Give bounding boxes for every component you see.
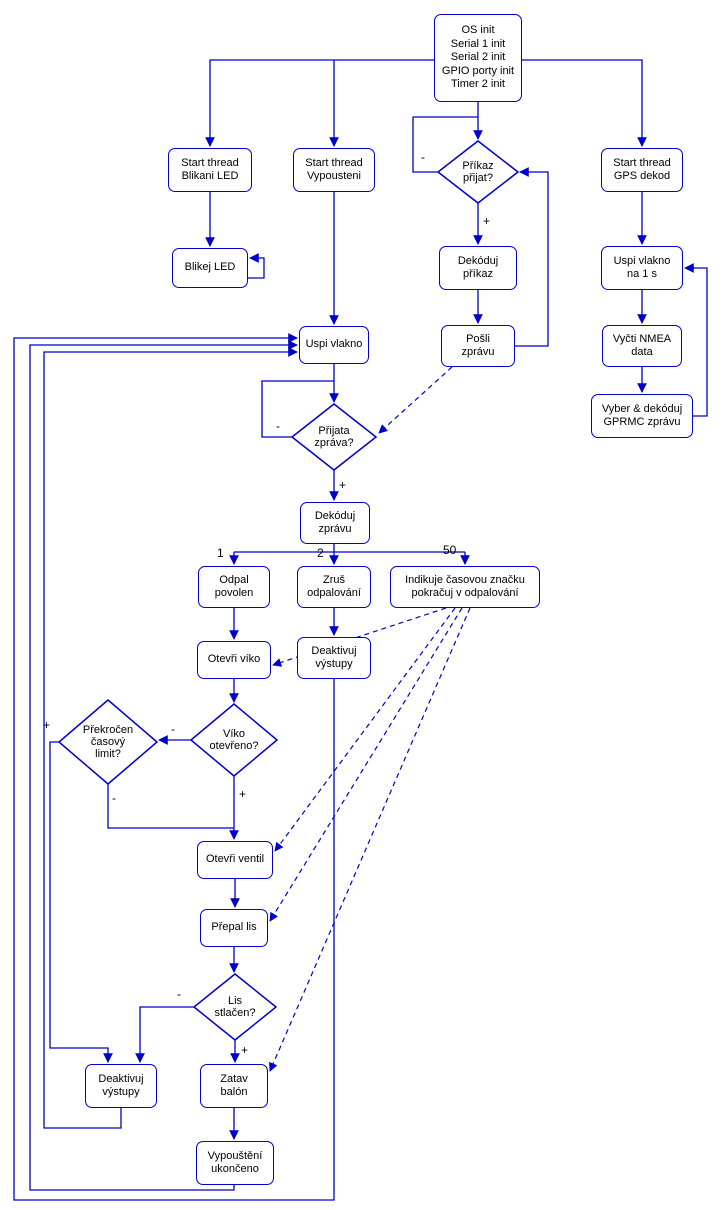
edge-init-to-gps <box>522 59 647 147</box>
node-deaktivuj-vystupy-1: Deaktivuj výstupy <box>297 637 371 679</box>
edge-deaktivuj2-return <box>43 347 298 1129</box>
edge-branch-bus <box>234 544 465 553</box>
edge-gprmc-loop <box>684 263 708 417</box>
decision-viko-otevreno <box>189 703 279 777</box>
edge-label-prekrocen-minus: - <box>112 791 116 805</box>
decision-prijata-zprava <box>290 403 378 471</box>
edge-dashed-posli-to-prijata <box>378 366 453 434</box>
node-vyber-gprmc: Vyber & dekóduj GPRMC zprávu <box>591 394 693 438</box>
label-prekrocen-limit: Překročen časový limit? <box>82 723 134 761</box>
edge-label-lis-plus: + <box>241 1043 249 1057</box>
edge-label-prikaz-plus: + <box>483 214 491 228</box>
node-start-thread-vypousteni: Start thread Vypousteni <box>293 148 375 192</box>
edge-label-lis-minus: - <box>177 987 181 1001</box>
node-start-thread-gps: Start thread GPS dekod <box>601 148 683 192</box>
node-vycti-nmea: Vyčti NMEA data <box>602 325 682 367</box>
node-odpal-povolen: Odpal povolen <box>198 566 270 608</box>
edge-prikaz-minus-loop <box>412 116 478 173</box>
label-prikaz-prijat: Příkaz přijat? <box>462 159 494 184</box>
node-start-thread-blikani: Start thread Blikani LED <box>168 148 252 192</box>
edge-init-to-blikani <box>205 59 434 147</box>
decision-lis-stlacen <box>192 973 278 1041</box>
decision-prikaz-prijat <box>436 140 520 204</box>
edge-blikej-selfloop <box>248 253 265 279</box>
node-indikuje-znacku: Indikuje časovou značku pokračuj v odpal… <box>390 566 540 608</box>
edge-posli-loop <box>515 167 549 347</box>
edge-label-prijata-plus: + <box>339 478 347 492</box>
node-prepal-lis: Přepal lis <box>200 909 268 947</box>
edge-label-branch-50: 50 <box>443 543 457 557</box>
node-blikej-led: Blikej LED <box>172 248 248 288</box>
node-otevri-viko: Otevři víko <box>197 641 271 679</box>
edge-lis-minus <box>135 1006 194 1063</box>
label-prijata-zprava: Přijata zpráva? <box>314 424 354 449</box>
edge-dashed-indikuje-to-zatav <box>269 607 471 1072</box>
edge-label-branch-1: 1 <box>217 546 224 560</box>
edge-dashed-indikuje-to-ventil <box>274 607 456 852</box>
edge-label-viko-plus: + <box>239 787 247 801</box>
node-zrus-odpalovani: Zruš odpalování <box>297 566 371 608</box>
node-uspi-vlakno: Uspi vlakno <box>299 326 369 364</box>
node-os-init: OS init Serial 1 init Serial 2 init GPIO… <box>434 14 522 102</box>
node-zatav-balon: Zatav balón <box>200 1064 268 1108</box>
edge-dashed-indikuje-to-prepal <box>269 607 463 922</box>
edge-label-prijata-minus: - <box>276 419 280 433</box>
edge-prekrocen-plus <box>49 741 113 1063</box>
edge-label-viko-minus: - <box>171 722 175 736</box>
edge-label-prekrocen-plus: + <box>43 718 51 732</box>
edge-ukonceno-return <box>29 340 298 1191</box>
edge-deaktivuj1-return <box>13 333 335 1201</box>
edge-prijata-minus-loop <box>261 380 334 438</box>
node-uspi-vlakno-1s: Uspi vlakno na 1 s <box>601 246 683 290</box>
label-lis-stlacen: Lis stlačen? <box>214 994 256 1019</box>
node-dekoduj-zpravu: Dekóduj zprávu <box>300 502 370 544</box>
edge-label-prikaz-minus: - <box>421 150 425 164</box>
node-posli-zpravu: Pošli zprávu <box>441 325 515 367</box>
label-viko-otevreno: Víko otevřeno? <box>209 727 259 752</box>
edge-label-branch-2: 2 <box>317 546 324 560</box>
node-otevri-ventil: Otevři ventil <box>197 841 273 879</box>
edge-prekrocen-minus <box>107 784 234 829</box>
node-vypousteni-ukonceno: Vypouštění ukončeno <box>196 1141 274 1185</box>
node-dekoduj-prikaz: Dekóduj příkaz <box>439 246 517 290</box>
decision-prekrocen-limit <box>57 699 159 785</box>
edge-dashed-indikuje-to-viko <box>272 607 447 667</box>
node-deaktivuj-vystupy-2: Deaktivuj výstupy <box>85 1064 157 1108</box>
